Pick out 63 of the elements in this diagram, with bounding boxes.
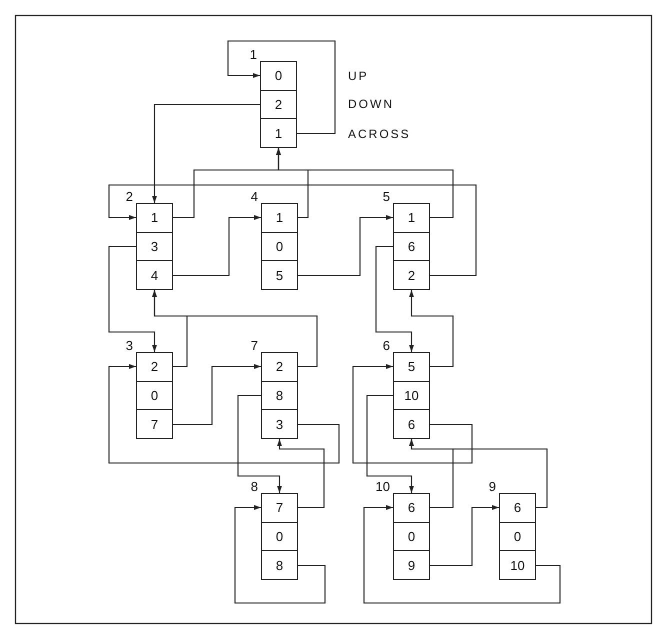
field-cell: 6 <box>394 409 429 438</box>
field-cell: 6 <box>500 494 535 522</box>
field-cell: 0 <box>261 62 296 90</box>
pointer-arrow <box>409 290 454 368</box>
record-number: 7 <box>250 339 258 352</box>
pointer-arrow <box>227 40 336 134</box>
pointer-arrow <box>234 505 326 604</box>
record-number: 3 <box>126 339 133 352</box>
record-number: 4 <box>250 190 258 203</box>
field-cell: 10 <box>394 380 429 410</box>
field-cell: 5 <box>394 353 429 381</box>
field-cell: 0 <box>394 522 429 550</box>
record-number: 5 <box>382 190 390 203</box>
field-cell: 1 <box>137 204 172 232</box>
pointer-arrow <box>108 364 340 464</box>
pointer-arrow <box>277 439 325 508</box>
pointer-arrow <box>108 246 157 352</box>
field-cell: 2 <box>261 90 296 118</box>
pointer-arrow <box>363 505 561 604</box>
field-cell: 2 <box>394 260 429 290</box>
field-cell: 8 <box>262 550 297 580</box>
pointer-arrow <box>173 215 261 276</box>
pointer-arrow <box>152 104 260 203</box>
record-number: 2 <box>126 190 133 203</box>
field-cell: 8 <box>262 380 297 410</box>
field-cell: 10 <box>500 550 535 580</box>
field-cell: 1 <box>261 118 296 148</box>
field-cell: 6 <box>394 232 429 260</box>
pointer-arrow <box>366 394 414 493</box>
record-number: 8 <box>250 480 258 493</box>
field-name: ACROSS <box>348 128 411 140</box>
pointer-arrow <box>276 148 454 218</box>
pointer-arrow <box>298 215 393 276</box>
field-name: UP <box>348 70 369 82</box>
field-cell: 9 <box>394 550 429 580</box>
pointer-arrow <box>152 290 318 368</box>
field-cell: 2 <box>262 353 297 381</box>
field-cell: 4 <box>137 260 172 290</box>
field-cell: 3 <box>262 409 297 438</box>
record-number: 10 <box>376 480 390 493</box>
field-cell: 1 <box>262 204 297 232</box>
pointer-arrow <box>409 439 548 508</box>
field-cell: 0 <box>262 232 297 260</box>
pointer-arrow <box>430 505 499 566</box>
pointer-arrow <box>108 184 477 276</box>
field-cell: 7 <box>262 494 297 522</box>
field-cell: 3 <box>137 232 172 260</box>
field-cell: 6 <box>394 494 429 522</box>
field-cell: 1 <box>394 204 429 232</box>
field-cell: 0 <box>262 522 297 550</box>
pointer-arrow <box>375 246 414 352</box>
field-cell: 0 <box>137 380 172 410</box>
field-cell: 0 <box>500 522 535 550</box>
record-number: 9 <box>488 480 496 493</box>
pointer-arrow <box>237 394 282 493</box>
field-name: DOWN <box>348 98 394 110</box>
record-number: 1 <box>250 48 257 61</box>
field-cell: 2 <box>137 353 172 381</box>
record-number: 6 <box>382 339 390 352</box>
field-cell: 5 <box>262 260 297 290</box>
pointer-arrow <box>173 364 261 426</box>
pointer-arrow <box>352 364 473 464</box>
field-cell: 7 <box>137 409 172 438</box>
